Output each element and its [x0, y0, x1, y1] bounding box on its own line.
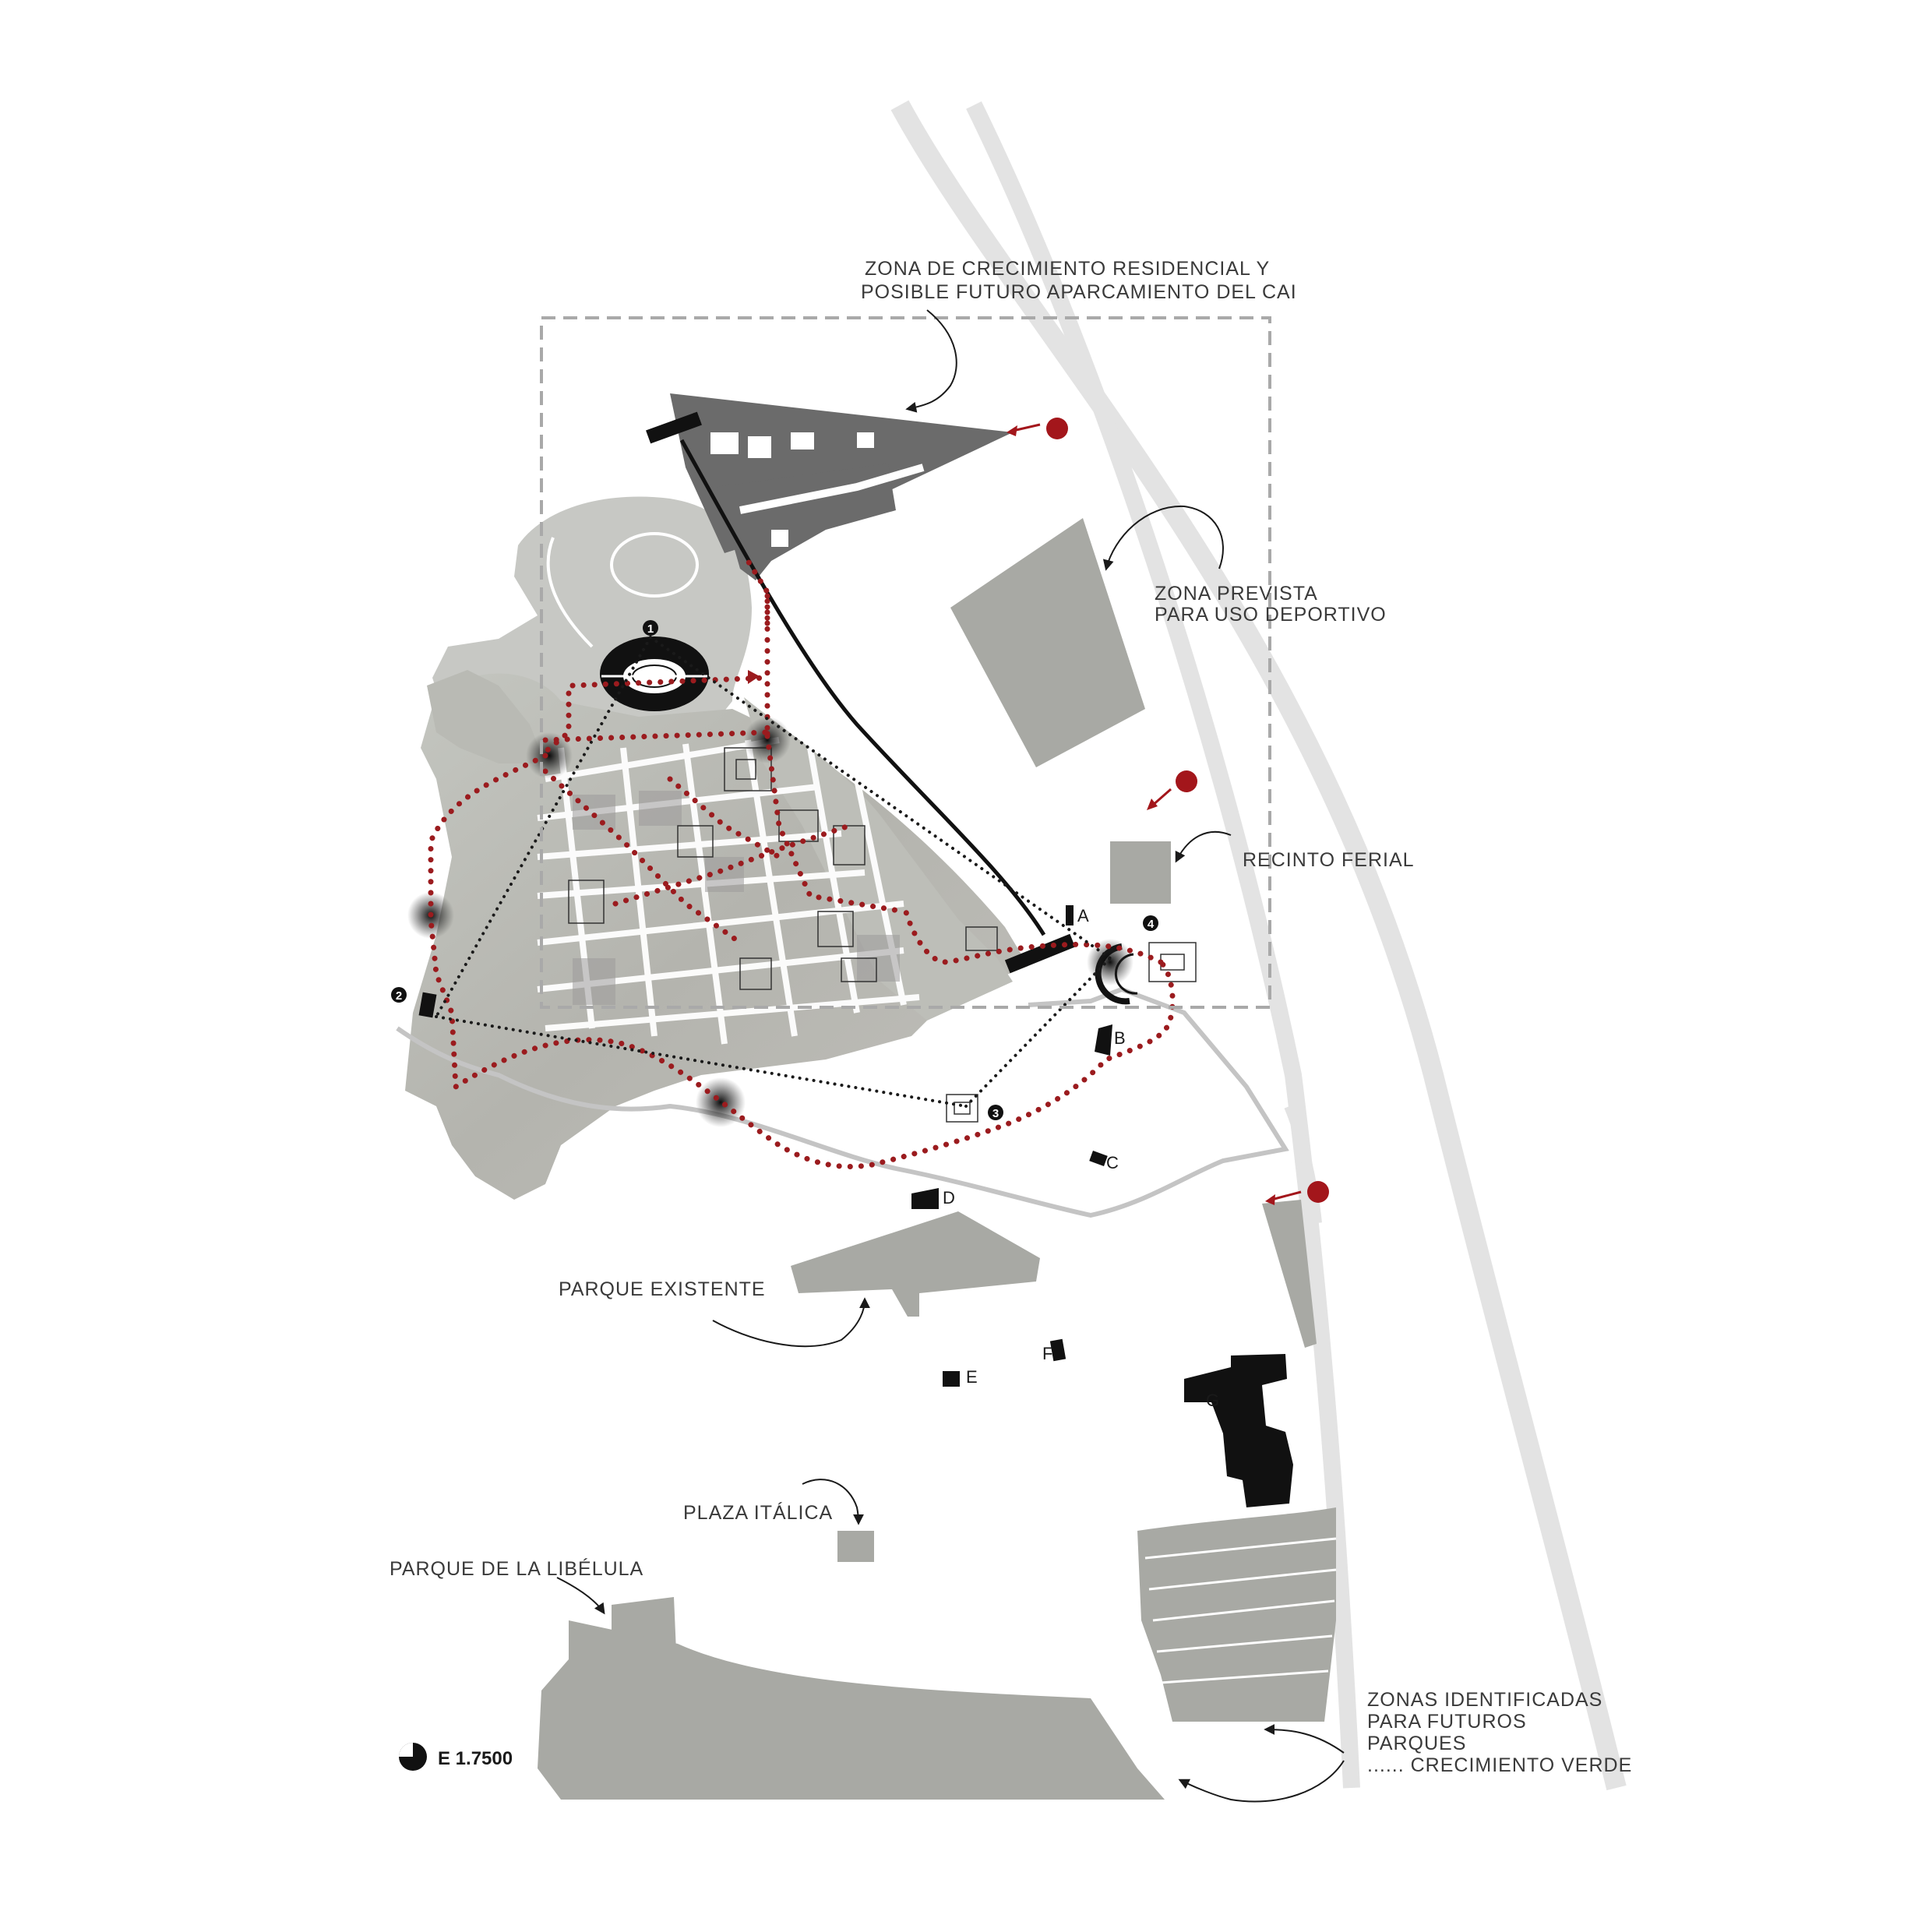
label-plaza: PLAZA ITÁLICA: [683, 1479, 864, 1525]
internal-road: [739, 464, 925, 514]
label-future-parks: ZONAS IDENTIFICADAS PARA FUTUROS PARQUES…: [1178, 1689, 1632, 1803]
point-2-block: [418, 992, 437, 1018]
letter-g: G: [1206, 1391, 1219, 1410]
route-grid-horizontal-2: [542, 729, 770, 743]
route: [428, 558, 1176, 1169]
road-branch: [1284, 1104, 1322, 1224]
letter-a: A: [1077, 906, 1089, 925]
building-d: [911, 1188, 939, 1209]
highway-outer: [890, 100, 1627, 1791]
letter-b: B: [1114, 1028, 1126, 1048]
connectors: [435, 636, 1112, 1108]
point-1: 1: [643, 620, 658, 636]
study-area-boundary: [540, 316, 1271, 1009]
access-point-south: [1307, 1181, 1329, 1203]
roadside-strip: [1262, 1200, 1317, 1348]
building-f: [1049, 1338, 1066, 1362]
route-grid-loop: [542, 690, 572, 755]
future-park-east: [1137, 1507, 1336, 1722]
route-grid-west: [542, 768, 743, 946]
point-4: 4: [1143, 915, 1158, 931]
site-west-wedge: [427, 670, 545, 763]
svg-text:3: 3: [992, 1107, 999, 1120]
access-points: [1007, 418, 1329, 1205]
letter-f: F: [1042, 1344, 1052, 1363]
ruin-3: [946, 1094, 978, 1123]
river-park: [538, 1620, 1165, 1800]
sports-label-2: PARA USO DEPORTIVO: [1155, 604, 1387, 626]
letter-c: C: [1106, 1153, 1119, 1172]
connector-road: [679, 439, 1046, 936]
highway-inner: [966, 101, 1360, 1789]
future-park-lines: [1144, 1537, 1337, 1684]
future-parks-label-2: PARA FUTUROS: [1367, 1711, 1527, 1733]
building-e: [943, 1371, 960, 1387]
residential-label-2: POSIBLE FUTURO APARCAMIENTO DEL CAI: [861, 281, 1297, 303]
svg-text:1: 1: [647, 622, 654, 636]
existing-park-label: PARQUE EXISTENTE: [559, 1278, 766, 1300]
highways: [890, 100, 1627, 1791]
access-point-middle: [1176, 770, 1197, 792]
building-c: [1089, 1151, 1108, 1166]
fair-label: RECINTO FERIAL: [1243, 849, 1415, 871]
site-access-path: [546, 537, 594, 648]
label-sports: ZONA PREVISTA PARA USO DEPORTIVO: [1102, 505, 1387, 626]
route-grid-diagonal-1: [612, 823, 852, 907]
plaza-italica: [837, 1531, 874, 1562]
green-zones: [538, 518, 1337, 1800]
label-residential: ZONA DE CRECIMIENTO RESIDENCIAL Y POSIBL…: [861, 258, 1297, 413]
archaeological-site: [405, 496, 1028, 1200]
point-2: 2: [391, 987, 407, 1003]
residential-zone: [670, 393, 1013, 580]
access-point-north: [1046, 418, 1068, 439]
fair-zone: [1110, 841, 1171, 904]
site-east-strip: [744, 697, 1013, 1021]
route-arrow: [748, 670, 760, 684]
future-parks-label-1: ZONAS IDENTIFICADAS: [1367, 1689, 1602, 1711]
building-g: [1184, 1354, 1293, 1507]
future-parks-label-3: PARQUES: [1367, 1733, 1466, 1754]
route-grid-horizontal-1: [569, 675, 770, 689]
building-b: [1095, 1024, 1112, 1056]
bar-marker-north: [646, 411, 702, 444]
buildings: [911, 905, 1293, 1507]
existing-park: [791, 1211, 1040, 1317]
residential-label-1: ZONA DE CRECIMIENTO RESIDENCIAL Y: [865, 258, 1270, 280]
building-a: [1066, 905, 1074, 925]
route-grid-link: [745, 558, 770, 626]
street-grid: [537, 737, 920, 1045]
scale-text: E 1.7500: [438, 1748, 513, 1769]
route-outer-loop: [428, 593, 1176, 1169]
letter-d: D: [943, 1188, 955, 1208]
building-letters: A B C D E F G: [943, 906, 1219, 1410]
route-grid-diagonal-2: [667, 776, 782, 860]
svg-text:2: 2: [396, 989, 402, 1003]
bar-marker-south: [1004, 933, 1076, 974]
residential-block-lower: [717, 464, 896, 580]
label-fair: RECINTO FERIAL: [1175, 830, 1415, 871]
letter-e: E: [966, 1367, 978, 1387]
residential-white-buildings: [710, 432, 874, 547]
plaza-label: PLAZA ITÁLICA: [683, 1501, 833, 1524]
city-wall: [396, 986, 1289, 1218]
point-3: 3: [988, 1105, 1003, 1120]
sports-zone: [950, 518, 1145, 767]
route-grid-east: [764, 733, 907, 915]
scale-indicator: E 1.7500: [399, 1743, 513, 1771]
label-libelula: PARQUE DE LA LIBÉLULA: [390, 1557, 643, 1615]
sports-label-1: ZONA PREVISTA: [1155, 583, 1318, 605]
site-main: [405, 673, 1028, 1200]
path-loop: [610, 532, 699, 598]
libelula-label: PARQUE DE LA LIBÉLULA: [390, 1557, 643, 1580]
future-parks-label-4: ...... CRECIMIENTO VERDE: [1367, 1754, 1632, 1776]
label-existing-park: PARQUE EXISTENTE: [559, 1278, 870, 1348]
svg-text:4: 4: [1148, 918, 1155, 931]
